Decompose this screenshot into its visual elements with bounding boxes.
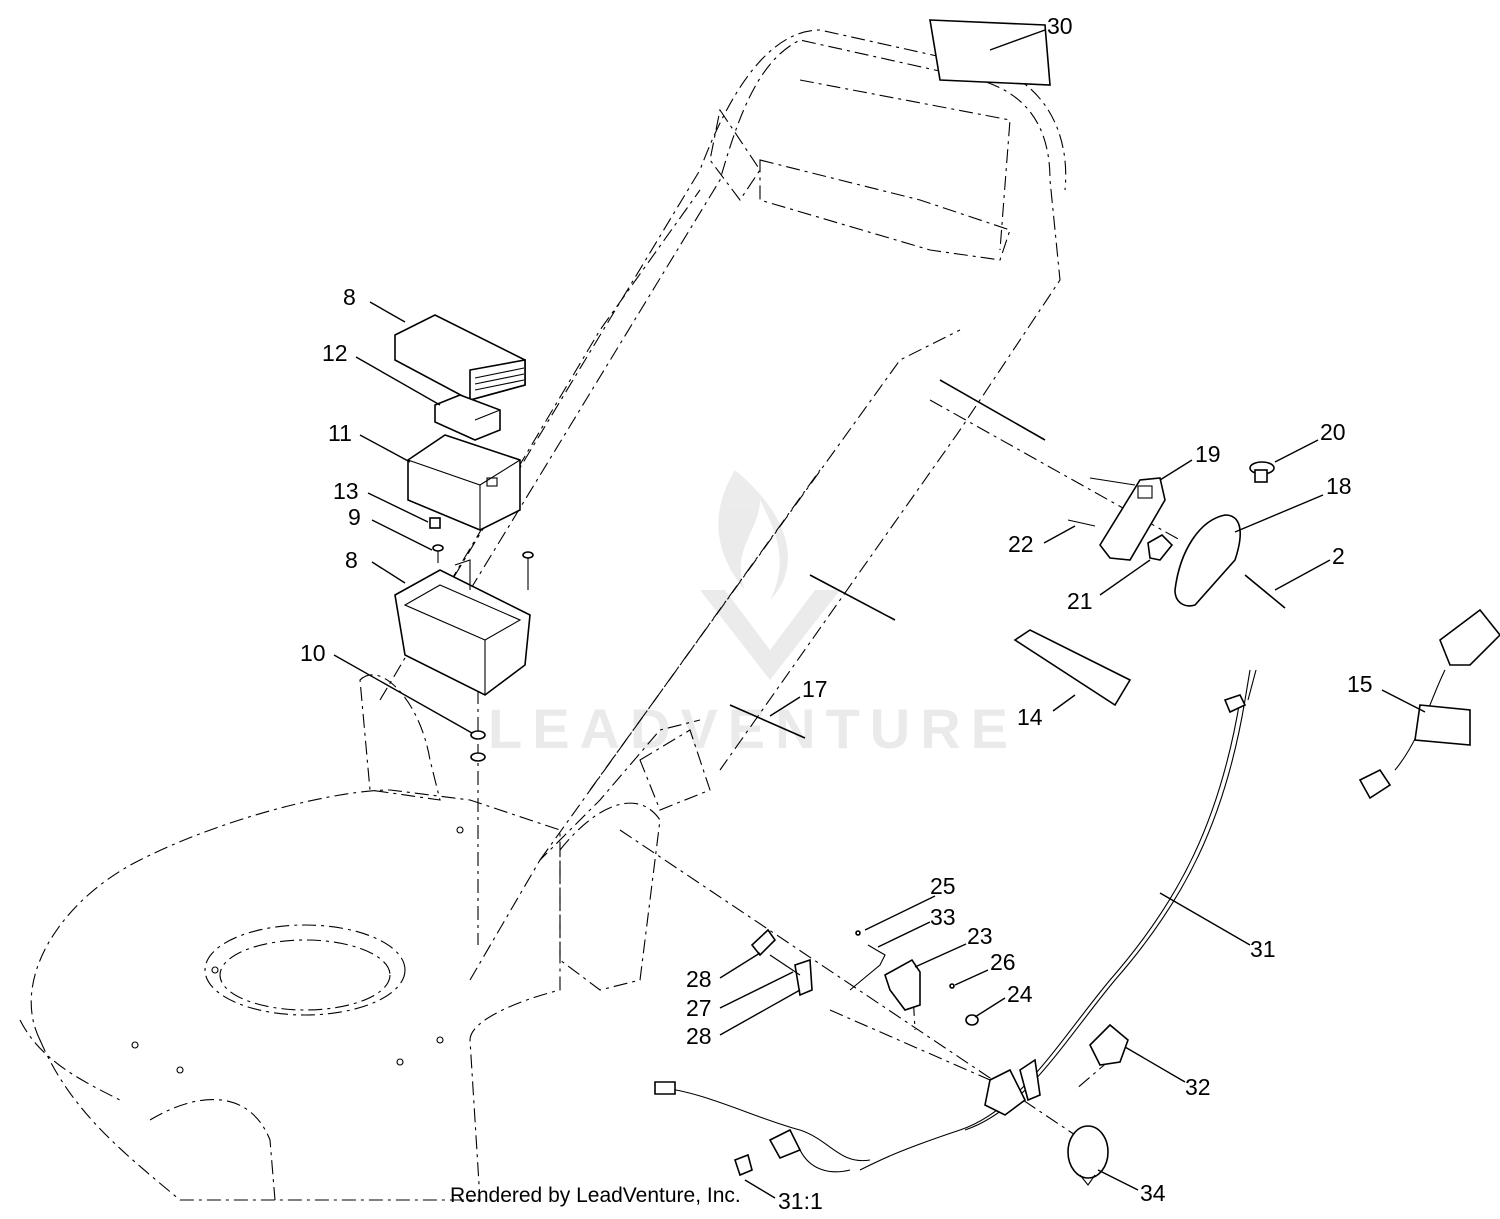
callout-15: 15	[1347, 671, 1373, 697]
part-25-pin	[855, 930, 861, 936]
part-9-screw	[432, 544, 534, 590]
part-19-bracket	[1089, 477, 1166, 561]
callout-12: 12	[322, 340, 348, 366]
callout-18: 18	[1326, 473, 1352, 499]
callout-30: 30	[1047, 13, 1073, 39]
part-31-1-sub-harness	[654, 1081, 871, 1177]
callout-11: 11	[328, 420, 352, 446]
part-11-battery-box	[407, 434, 521, 531]
part-22-screw	[1067, 519, 1096, 527]
part-2-bolt	[1244, 574, 1286, 609]
alignment-lines	[477, 399, 1181, 1146]
part-28-clip	[750, 928, 777, 957]
part-12-battery	[434, 394, 501, 441]
callout-26: 26	[990, 949, 1016, 975]
part-21-switch	[1147, 534, 1174, 561]
part-27-spring	[769, 954, 813, 997]
callout-10: 10	[300, 640, 326, 666]
callout-23: 23	[967, 923, 993, 949]
callout-32: 32	[1185, 1074, 1211, 1100]
part-24-nut	[965, 1014, 979, 1026]
callout-24: 24	[1007, 981, 1033, 1007]
part-31-harness	[859, 669, 1257, 1171]
part-26-pin	[949, 983, 955, 989]
callout-19: 19	[1195, 441, 1221, 467]
watermark-text: LEADVENTURE	[488, 697, 1018, 760]
callout-25: 25	[930, 873, 956, 899]
part-15-charger	[1358, 608, 1500, 800]
part-33-spring	[849, 944, 886, 991]
mower-deck	[19, 789, 561, 1201]
callout-2: 2	[1332, 543, 1345, 569]
part-34-cable-tie	[1067, 1125, 1109, 1186]
part-20-cap	[1249, 461, 1275, 483]
callout-22: 22	[1008, 531, 1034, 557]
callout-21: 21	[1067, 588, 1093, 614]
callout-8-cover: 8	[343, 284, 356, 310]
callout-9: 9	[348, 504, 361, 530]
callout-33: 33	[930, 904, 956, 930]
part-18-knob	[1174, 514, 1241, 607]
callout-31-1: 31:1	[778, 1188, 823, 1214]
watermark-logo: LEADVENTURE	[488, 470, 1018, 760]
part-32-connector	[1089, 1023, 1129, 1066]
part-8-battery-cover	[394, 314, 526, 402]
callout-8-tray: 8	[345, 547, 358, 573]
part-30-decal	[929, 19, 1051, 86]
rendered-by-credit: Rendered by LeadVenture, Inc.	[450, 1184, 741, 1207]
callout-31: 31	[1250, 936, 1276, 962]
callout-14: 14	[1017, 704, 1043, 730]
callout-17: 17	[802, 676, 828, 702]
part-13-clip	[429, 517, 441, 529]
callout-20: 20	[1320, 419, 1346, 445]
callout-34: 34	[1140, 1180, 1166, 1206]
part-17-rod	[729, 379, 1046, 739]
part-8-battery-tray	[394, 559, 531, 696]
callout-13: 13	[333, 478, 359, 504]
callout-28-upper: 28	[686, 966, 712, 992]
callout-labels: 30 8 12 11 13 9 8 10 17 19 20 18 22 21 2…	[300, 13, 1373, 1214]
leader-lines	[333, 301, 1426, 1199]
callout-27: 27	[686, 995, 712, 1021]
callout-28-lower: 28	[686, 1023, 712, 1049]
part-14-decal	[1013, 629, 1132, 707]
part-10-washer	[470, 730, 486, 762]
part-23-bracket	[884, 958, 921, 1011]
